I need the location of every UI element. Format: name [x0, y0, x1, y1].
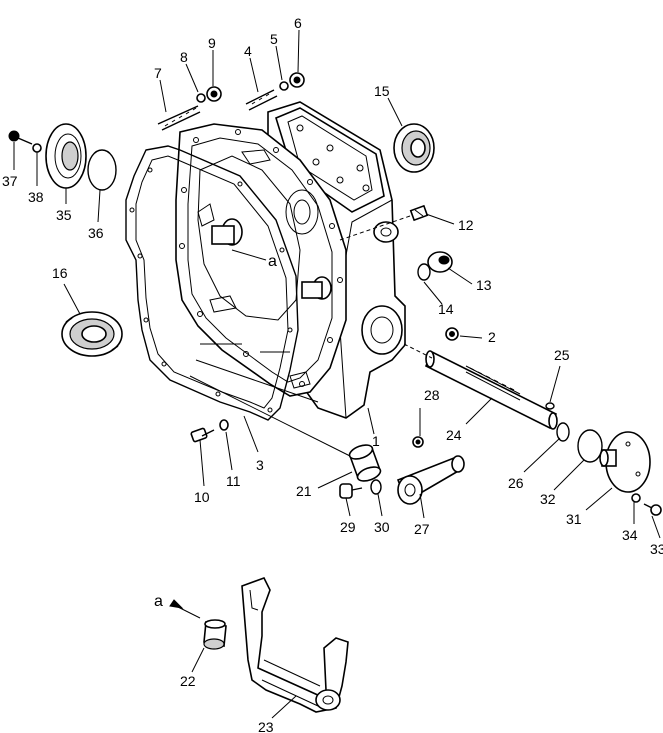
- callout-25: 25: [554, 347, 570, 363]
- nut-5: [279, 81, 289, 91]
- plug-12: [409, 204, 429, 222]
- washer-11: [219, 419, 229, 431]
- callout-21: 21: [296, 483, 312, 499]
- callout-14: 14: [438, 301, 454, 317]
- callout-37: 37: [2, 173, 18, 189]
- bolt-33: [643, 503, 662, 516]
- bushing-22: [203, 619, 227, 650]
- o-ring-14: [417, 263, 431, 281]
- callout-23: 23: [258, 719, 274, 733]
- callout-33: 33: [650, 541, 663, 557]
- callout-5: 5: [270, 31, 278, 47]
- o-ring-36: [87, 149, 117, 191]
- callout-labels: 1 2 3 4 5 6 7 8 9 10 11 12 13 14 15 16 2…: [2, 15, 663, 733]
- housing-gasket: [125, 145, 299, 421]
- callout-13: 13: [476, 277, 492, 293]
- bushing-21: [348, 444, 382, 482]
- callout-27: 27: [414, 521, 430, 537]
- nut-2: [445, 327, 459, 341]
- reference-mark-a-upper: a: [268, 253, 277, 270]
- callout-28: 28: [424, 387, 440, 403]
- callout-24: 24: [446, 427, 462, 443]
- cover-35: [45, 123, 87, 189]
- bearing-16: [61, 311, 123, 357]
- bolt-37: [8, 130, 33, 145]
- shaft-24: [424, 350, 558, 430]
- stud-7: [157, 105, 201, 131]
- transmission-housing: [175, 101, 406, 419]
- callout-31: 31: [566, 511, 582, 527]
- cover-31: [599, 431, 651, 493]
- callout-36: 36: [88, 225, 104, 241]
- callout-22: 22: [180, 673, 196, 689]
- bolt-29: [339, 483, 363, 499]
- callout-11: 11: [226, 473, 241, 489]
- callout-15: 15: [374, 83, 390, 99]
- callout-29: 29: [340, 519, 356, 535]
- nut-8: [196, 93, 206, 103]
- nut-9: [206, 86, 222, 102]
- callout-38: 38: [28, 189, 44, 205]
- snap-ring-26: [556, 422, 570, 442]
- callout-3: 3: [256, 457, 264, 473]
- callout-12: 12: [458, 217, 474, 233]
- fork-23: [241, 577, 349, 713]
- callout-8: 8: [180, 49, 188, 65]
- washer-30: [370, 479, 382, 495]
- bearing-15: [393, 123, 435, 173]
- nut-6: [289, 72, 305, 88]
- callout-16: 16: [52, 265, 68, 281]
- callout-26: 26: [508, 475, 524, 491]
- callout-32: 32: [540, 491, 556, 507]
- stud-4: [245, 89, 278, 111]
- washer-34: [631, 493, 641, 503]
- callout-4: 4: [244, 43, 252, 59]
- leader-lines: [13, 29, 661, 719]
- callout-34: 34: [622, 527, 638, 543]
- washer-38: [32, 143, 42, 153]
- lever-27: [396, 455, 465, 505]
- callout-35: 35: [56, 207, 72, 223]
- reference-mark-a-lower: a: [154, 593, 163, 610]
- callout-1: 1: [372, 433, 380, 449]
- callout-30: 30: [374, 519, 390, 535]
- callout-10: 10: [194, 489, 210, 505]
- o-ring-32: [577, 429, 603, 463]
- bolt-10: [190, 427, 215, 443]
- callout-7: 7: [154, 65, 162, 81]
- callout-9: 9: [208, 35, 216, 51]
- nut-28: [412, 436, 424, 448]
- callout-2: 2: [488, 329, 496, 345]
- callout-6: 6: [294, 15, 302, 31]
- plug-13: [427, 251, 453, 273]
- pin-25: [545, 402, 555, 410]
